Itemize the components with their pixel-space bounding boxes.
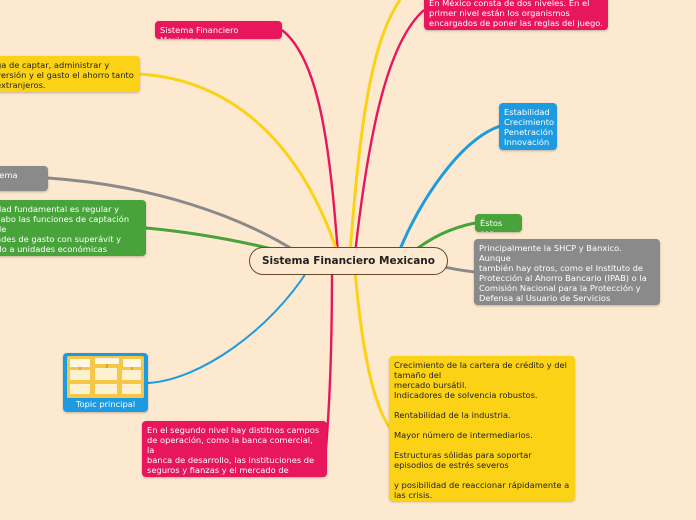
node-organismos[interactable]: Principalmente la SHCP y Banxico. Aunque… [474, 239, 660, 305]
node-segundo-nivel[interactable]: En el segundo nivel hay distitnos campos… [142, 421, 327, 477]
link-yellow-top [348, 0, 402, 255]
topic-principal-label: Topic principal [75, 399, 136, 409]
topic-principal-node[interactable]: Topic principal [63, 353, 148, 412]
link-sistema-financiero [281, 29, 340, 255]
link-topic [147, 269, 309, 384]
link-niveles [353, 9, 425, 255]
node-gray-left[interactable]: tema [0, 166, 48, 191]
node-estos-son[interactable]: Éstos son [475, 214, 522, 232]
node-captar-administrar[interactable]: ga de captar, administrar y versión y el… [0, 56, 140, 92]
central-topic[interactable]: Sistema Financiero Mexicano [249, 247, 448, 275]
node-actividad-fundamental[interactable]: dad fundamental es regular y cabo las fu… [0, 200, 146, 256]
link-segundo-nivel [324, 269, 334, 449]
link-objetivos [396, 124, 501, 255]
link-indicadores [353, 269, 392, 429]
topic-thumbnail-image [67, 356, 144, 398]
node-sistema-financiero[interactable]: Sistema Financiero Mexicano [155, 21, 282, 39]
link-gray-left [47, 176, 301, 256]
node-objetivos[interactable]: Estabilidad Crecimiento Penetración Inno… [499, 103, 557, 150]
link-captar [139, 72, 340, 255]
node-indicadores[interactable]: Crecimiento de la cartera de crédito y d… [389, 356, 575, 501]
node-dos-niveles[interactable]: En México consta de dos niveles. En el p… [424, 0, 608, 30]
